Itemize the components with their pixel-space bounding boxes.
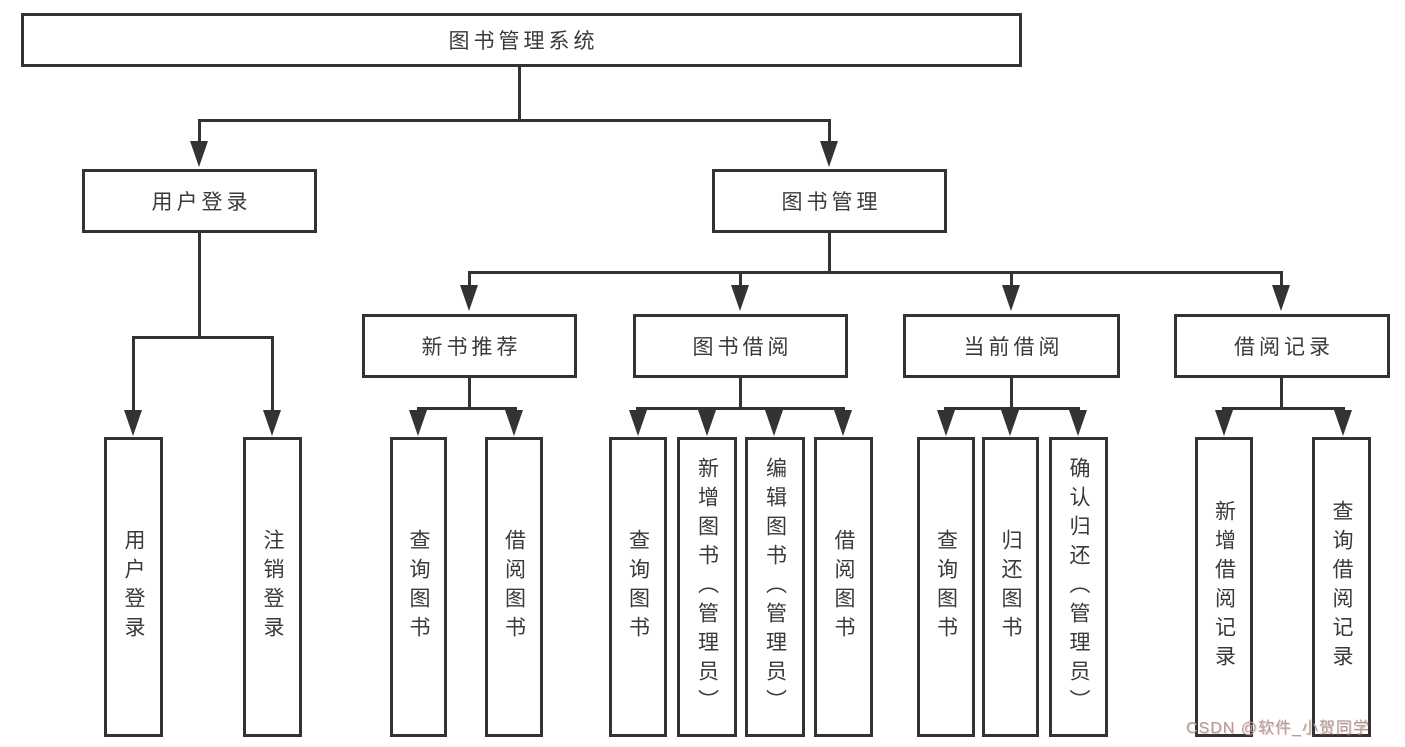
leaf-confirm-return-admin: 确认归还（管理员） <box>1049 437 1108 737</box>
node-label: 编辑图书（管理员） <box>763 456 787 718</box>
leaf-query-books-current: 查询图书 <box>917 437 975 737</box>
leaf-edit-books-admin: 编辑图书（管理员） <box>745 437 805 737</box>
node-label: 新增借阅记录 <box>1212 500 1236 674</box>
arrow-down-icon <box>124 410 142 436</box>
connector-new-book-stem <box>468 378 471 409</box>
arrow-down-icon <box>1069 410 1087 436</box>
node-label: 借阅记录 <box>1234 336 1334 359</box>
node-borrow-records: 借阅记录 <box>1174 314 1390 378</box>
arrow-down-icon <box>1215 410 1233 436</box>
connector-new-book-bus <box>417 407 517 410</box>
node-label: 图书借阅 <box>692 336 793 359</box>
connector-root-stem <box>518 67 521 122</box>
csdn-watermark: CSDN @软件_小贺同学 <box>1186 720 1370 737</box>
connector-leaf-logout-drop <box>271 336 274 411</box>
leaf-add-books-admin: 新增图书（管理员） <box>677 437 737 737</box>
leaf-logout: 注销登录 <box>243 437 302 737</box>
node-label: 图书管理系统 <box>448 30 599 53</box>
connector-level3-bus <box>468 271 1283 274</box>
connector-book-management-stem <box>828 233 831 274</box>
node-label: 当前借阅 <box>963 336 1064 359</box>
arrow-down-icon <box>460 285 478 311</box>
node-label: 借阅图书 <box>832 529 856 645</box>
connector-borrow-records-bus <box>1222 407 1345 410</box>
node-label: 查询借阅记录 <box>1330 500 1354 674</box>
connector-current-borrow-stem <box>1010 378 1013 409</box>
connector-leaf-user-login-drop <box>132 336 135 411</box>
node-label: 查询图书 <box>626 529 650 645</box>
arrow-down-icon <box>1272 285 1290 311</box>
arrow-down-icon <box>409 410 427 436</box>
leaf-query-books-borrow: 查询图书 <box>609 437 667 737</box>
leaf-query-borrow-record: 查询借阅记录 <box>1312 437 1371 737</box>
connector-borrow-records-drop <box>1280 271 1283 286</box>
node-label: 归还图书 <box>999 529 1023 645</box>
leaf-add-borrow-record: 新增借阅记录 <box>1195 437 1253 737</box>
arrow-down-icon <box>937 410 955 436</box>
connector-borrow-records-stem <box>1280 378 1283 409</box>
arrow-down-icon <box>731 285 749 311</box>
connector-current-borrow-bus <box>944 407 1080 410</box>
node-label: 注销登录 <box>261 529 285 645</box>
arrow-down-icon <box>263 410 281 436</box>
node-label: 查询图书 <box>934 529 958 645</box>
arrow-down-icon <box>765 410 783 436</box>
leaf-user-login: 用户登录 <box>104 437 163 737</box>
node-book-management: 图书管理 <box>712 169 947 233</box>
leaf-borrow-books: 借阅图书 <box>814 437 873 737</box>
node-book-borrow: 图书借阅 <box>633 314 848 378</box>
arrow-down-icon <box>190 141 208 167</box>
arrow-down-icon <box>505 410 523 436</box>
arrow-down-icon <box>1002 285 1020 311</box>
connector-book-borrow-drop <box>739 271 742 286</box>
node-label: 借阅图书 <box>502 529 526 645</box>
connector-book-management-drop <box>828 119 831 143</box>
connector-user-login-bus <box>132 336 274 339</box>
node-label: 查询图书 <box>407 529 431 645</box>
node-label: 用户登录 <box>122 529 146 645</box>
node-label: 新增图书（管理员） <box>695 456 719 718</box>
arrow-down-icon <box>820 141 838 167</box>
node-label: 用户登录 <box>151 191 252 214</box>
connector-new-book-drop <box>468 271 471 286</box>
node-label: 图书管理 <box>781 191 882 214</box>
node-label: 确认归还（管理员） <box>1067 456 1091 718</box>
connector-current-borrow-drop <box>1010 271 1013 286</box>
arrow-down-icon <box>629 410 647 436</box>
connector-book-borrow-stem <box>739 378 742 409</box>
node-library-management-system: 图书管理系统 <box>21 13 1022 67</box>
connector-user-login-drop <box>198 119 201 143</box>
node-new-book-recommend: 新书推荐 <box>362 314 577 378</box>
leaf-borrow-books-recommend: 借阅图书 <box>485 437 543 737</box>
connector-level2-bus <box>198 119 831 122</box>
node-label: 新书推荐 <box>421 336 522 359</box>
node-current-borrow: 当前借阅 <box>903 314 1120 378</box>
node-user-login: 用户登录 <box>82 169 317 233</box>
connector-user-login-stem <box>198 233 201 339</box>
arrow-down-icon <box>698 410 716 436</box>
leaf-query-books-recommend: 查询图书 <box>390 437 447 737</box>
arrow-down-icon <box>834 410 852 436</box>
arrow-down-icon <box>1334 410 1352 436</box>
leaf-return-books: 归还图书 <box>982 437 1039 737</box>
arrow-down-icon <box>1001 410 1019 436</box>
connector-book-borrow-bus <box>636 407 845 410</box>
